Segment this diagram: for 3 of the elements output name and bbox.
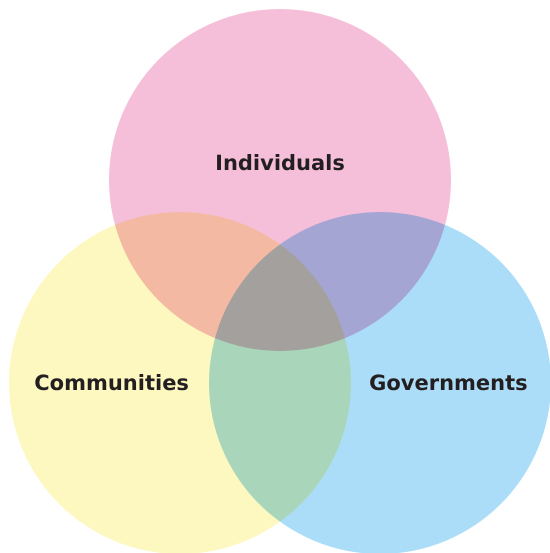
circle-label: Governments xyxy=(369,371,528,395)
circle-label: Communities xyxy=(34,371,189,395)
circle-label: Individuals xyxy=(215,150,345,175)
